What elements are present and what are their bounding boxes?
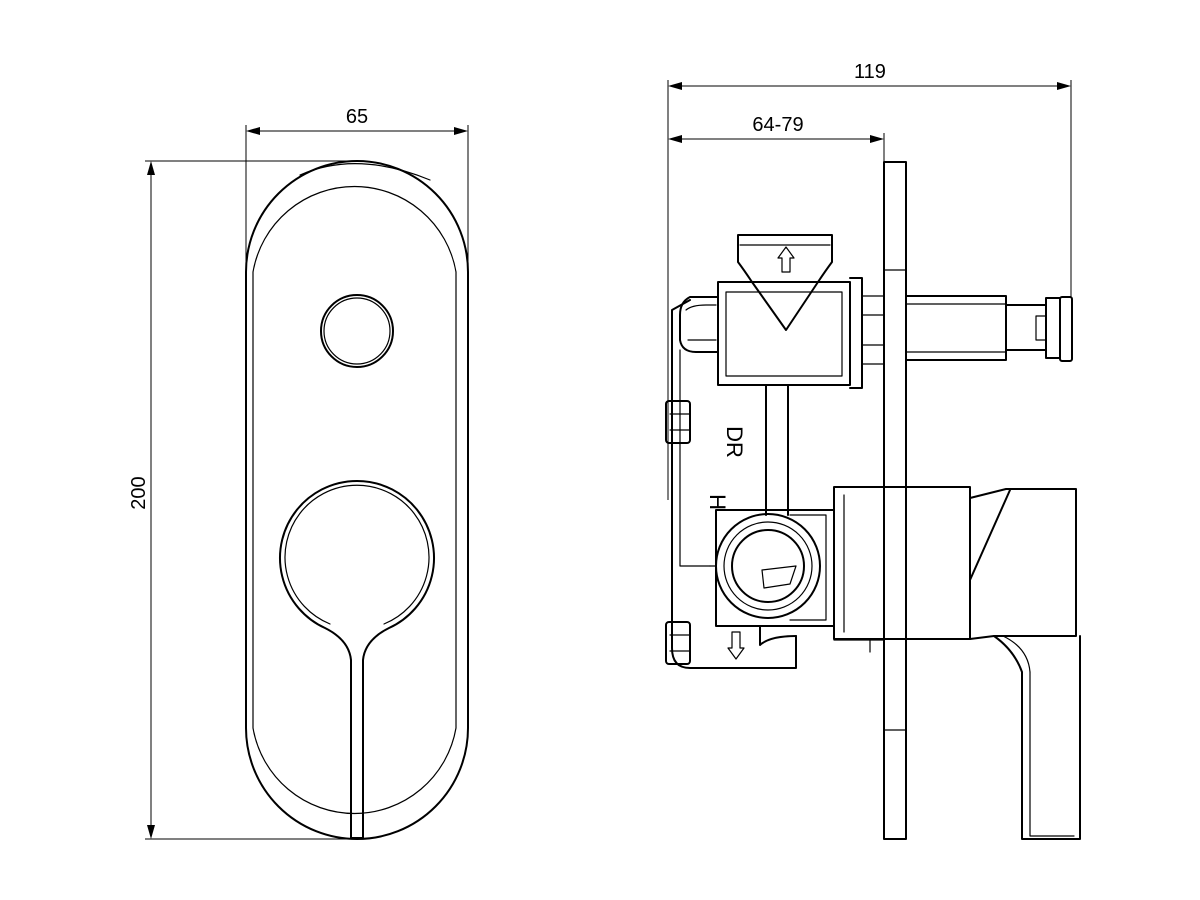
- side-view: DR H: [665, 161, 1081, 840]
- mixer-lever-handle[interactable]: [279, 479, 435, 839]
- side-cover-plate: [883, 161, 907, 840]
- inlet-port-bore: [731, 529, 805, 603]
- valve-body: [665, 234, 885, 669]
- dimension-plate-width: 65: [245, 106, 469, 270]
- dimension-overall-depth: 119: [667, 61, 1072, 500]
- upper-hex-nut: [665, 400, 691, 444]
- diverter-button-rim: [323, 297, 391, 365]
- cover-plate-outline: [245, 160, 469, 840]
- inlet-port-outer: [715, 513, 821, 619]
- dimension-wall-depth: 64-79: [668, 114, 885, 162]
- flow-down-arrow-icon: [727, 631, 745, 660]
- dimension-plate-height: 200: [128, 160, 357, 840]
- cover-plate-edge-highlight: [299, 163, 431, 181]
- front-view: [245, 160, 469, 840]
- plate-height-label: 200: [128, 476, 150, 509]
- diverter-button[interactable]: [320, 294, 394, 368]
- diverter-marking: DR: [722, 426, 747, 458]
- flow-up-arrow-icon: [777, 246, 795, 273]
- diverter-spindle: [905, 295, 1073, 362]
- cover-plate-bevel: [252, 185, 457, 815]
- overall-depth-label: 119: [854, 61, 886, 83]
- lower-hex-nut: [665, 621, 691, 665]
- plate-width-label: 65: [346, 106, 368, 128]
- wall-depth-label: 64-79: [752, 114, 803, 136]
- inlet-port-ring: [723, 521, 813, 611]
- mixer-lever-inner-edge: [284, 484, 430, 625]
- hot-marking: H: [705, 494, 730, 510]
- mixer-lever-side: [833, 486, 1081, 840]
